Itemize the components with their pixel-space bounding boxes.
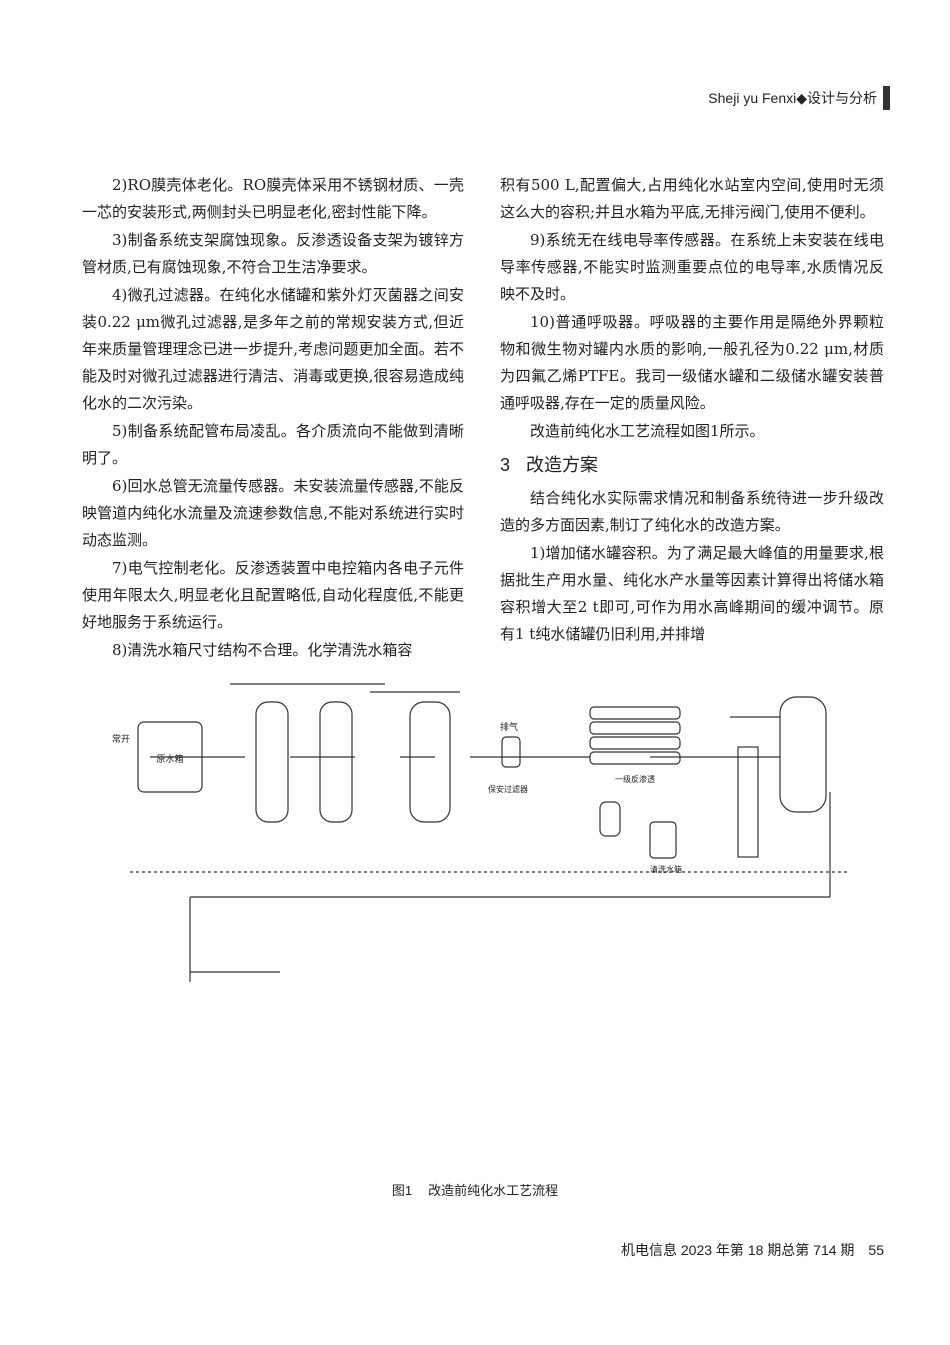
valve-open-label: 常开 — [112, 733, 130, 745]
vent-label: 排气 — [500, 721, 518, 733]
section-number: 3 — [500, 455, 511, 475]
section-title: 改造方案 — [526, 455, 599, 475]
paragraph: 5)制备系统配管布局凌乱。各介质流向不能做到清晰明了。 — [82, 422, 464, 467]
raw-tank-label: 原水箱 — [156, 753, 183, 765]
caption-text: 改造前纯化水工艺流程 — [428, 1183, 559, 1198]
page-footer: 机电信息 2023 年第 18 期总第 714 期 55 — [621, 1240, 884, 1260]
paragraph: 2)RO膜壳体老化。RO膜壳体采用不锈钢材质、一壳一芯的安装形式,两侧封头已明显… — [82, 176, 464, 221]
paragraph: 积有500 L,配置偏大,占用纯化水站室内空间,使用时无须这么大的容积;并且水箱… — [500, 176, 884, 221]
paragraph: 8)清洗水箱尺寸结构不合理。化学清洗水箱容 — [112, 641, 413, 659]
paragraph: 4)微孔过滤器。在纯化水储罐和紫外灯灭菌器之间安装0.22 μm微孔过滤器,是多… — [82, 286, 464, 412]
journal-info: 机电信息 2023 年第 18 期总第 714 期 — [621, 1242, 855, 1258]
paragraph: 改造前纯化水工艺流程如图1所示。 — [530, 422, 765, 440]
paragraph: 9)系统无在线电导率传感器。在系统上未安装在线电导率传感器,不能实时监测重要点位… — [500, 231, 884, 303]
caption-number: 图1 — [391, 1183, 413, 1198]
security-filter-label: 保安过滤器 — [488, 784, 528, 794]
flow-diagram: 原水箱 常开 排气 保安过滤器 一级反渗透 清洗水箱 — [112, 683, 850, 1037]
page-number: 55 — [868, 1242, 884, 1258]
ro1-label: 一级反渗透 — [615, 774, 655, 784]
paragraph: 6)回水总管无流量传感器。未安装流量传感器,不能反映管道内纯化水流量及流速参数信… — [82, 477, 464, 549]
paragraph: 10)普通呼吸器。呼吸器的主要作用是隔绝外界颗粒物和微生物对罐内水质的影响,一般… — [500, 313, 884, 412]
right-column: 积有500 L,配置偏大,占用纯化水站室内空间,使用时无须这么大的容积;并且水箱… — [500, 172, 884, 649]
section-heading: 3 改造方案 — [500, 451, 884, 479]
left-column: 2)RO膜壳体老化。RO膜壳体采用不锈钢材质、一壳一芯的安装形式,两侧封头已明显… — [82, 172, 464, 665]
paragraph: 3)制备系统支架腐蚀现象。反渗透设备支架为镀锌方管材质,已有腐蚀现象,不符合卫生… — [82, 231, 464, 276]
running-title: Sheji yu Fenxi◆设计与分析 — [708, 90, 877, 106]
figure-caption: 图1 改造前纯化水工艺流程 — [0, 1180, 950, 1199]
wash-label: 清洗水箱 — [650, 864, 682, 874]
paragraph: 结合纯化水实际需求情况和制备系统待进一步升级改造的多方面因素,制订了纯化水的改造… — [500, 489, 884, 534]
header-bar — [883, 86, 890, 110]
running-header: Sheji yu Fenxi◆设计与分析 — [640, 86, 890, 112]
right-paragraphs-after: 结合纯化水实际需求情况和制备系统待进一步升级改造的多方面因素,制订了纯化水的改造… — [500, 485, 884, 648]
process-flow-figure: 原水箱 常开 排气 保安过滤器 一级反渗透 清洗水箱 — [90, 682, 880, 1037]
paragraph: 1)增加储水罐容积。为了满足最大峰值的用量要求,根据批生产用水量、纯化水产水量等… — [500, 544, 884, 643]
paragraph: 7)电气控制老化。反渗透装置中电控箱内各电子元件使用年限太久,明显老化且配置略低… — [82, 559, 464, 631]
right-paragraphs-before: 积有500 L,配置偏大,占用纯化水站室内空间,使用时无须这么大的容积;并且水箱… — [500, 172, 884, 445]
